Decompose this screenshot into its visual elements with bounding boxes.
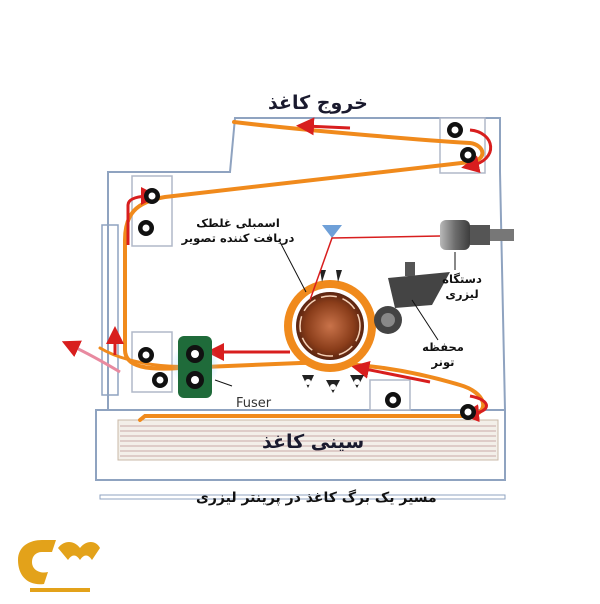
toner-label-line2: تونر [431,355,455,369]
printer-housing [95,117,506,500]
exit-arrow [61,340,121,374]
laser-label-line2: لیزری [445,287,479,301]
drum-icon [284,270,376,372]
laser-label-line1: دستگاه [442,272,482,286]
diagram-caption: مسیر یک برگ کاغذ در پرینتر لیزری [196,490,437,506]
fuser-icon [171,336,219,398]
drum-label-line1: اسمبلی غلطک [196,216,280,230]
toner-cartridge-icon [388,262,450,308]
fuser-label: Fuser [236,396,272,411]
drum-label-line2: دریافت کننده تصویر [181,231,295,245]
toner-cartridge-label: محفظه تونر [418,340,468,370]
paper-exit-label: خروج کاغذ [268,92,368,114]
logo-icon [18,540,100,592]
paper-tray [117,419,499,461]
laser-unit-icon [440,220,514,250]
drum-assembly-label: اسمبلی غلطک دریافت کننده تصویر [178,216,298,246]
transfer-rollers [302,375,364,393]
paper-tray-label: سینی کاغذ [262,431,365,453]
toner-label-line1: محفظه [422,340,464,354]
laser-beam [309,225,441,301]
exit-door [101,224,119,396]
laser-unit-label: دستگاه لیزری [432,272,492,302]
rollers [138,122,476,420]
label-pointers [214,241,456,387]
developer-roller [374,306,402,334]
